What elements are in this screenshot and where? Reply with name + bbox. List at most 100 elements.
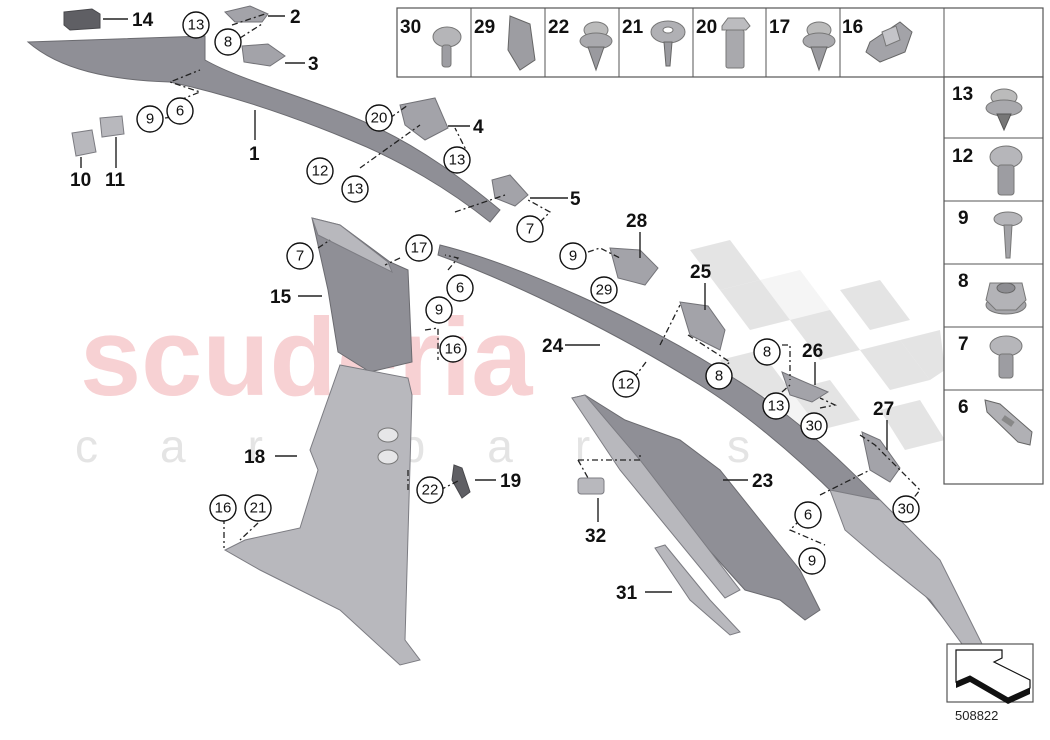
circled-ref-6a: 6	[166, 97, 194, 125]
legend-cell-16[interactable]: 16	[842, 17, 913, 63]
orientation-box: 508822	[946, 643, 1034, 723]
circled-ref-21: 21	[244, 494, 272, 522]
svg-text:30: 30	[898, 501, 915, 518]
svg-text:12: 12	[618, 376, 635, 393]
legend-cell-22[interactable]: 22	[548, 17, 613, 72]
circled-ref-8c: 8	[753, 338, 781, 366]
svg-text:29: 29	[596, 282, 613, 299]
svg-text:7: 7	[296, 248, 304, 265]
part-19-clip[interactable]	[451, 464, 471, 499]
svg-text:8: 8	[224, 34, 232, 51]
callout-14: 14	[132, 10, 154, 31]
svg-text:16: 16	[842, 17, 863, 38]
svg-text:21: 21	[250, 500, 267, 517]
svg-text:9: 9	[808, 553, 816, 570]
circled-ref-17: 17	[405, 234, 433, 262]
svg-text:20: 20	[371, 110, 388, 127]
callout-28: 28	[626, 211, 647, 232]
callout-2: 2	[290, 7, 301, 28]
legend-cell-20[interactable]: 20	[696, 17, 751, 69]
svg-text:17: 17	[769, 17, 790, 38]
svg-text:13: 13	[449, 152, 466, 169]
part-27-bracket[interactable]	[861, 431, 901, 483]
svg-text:6: 6	[958, 397, 969, 418]
svg-text:9: 9	[958, 208, 969, 229]
clip-icon	[507, 15, 536, 71]
part-10-cap[interactable]	[71, 129, 97, 157]
expanding-rivet-icon	[802, 21, 836, 72]
legend-cell-29[interactable]: 29	[474, 15, 536, 71]
callout-24: 24	[542, 336, 564, 357]
expanding-rivet-icon	[985, 88, 1023, 132]
legend-cell-21[interactable]: 21	[622, 17, 686, 67]
part-28-bracket[interactable]	[609, 247, 659, 286]
part-18-b-pillar-lower-trim[interactable]	[223, 364, 421, 666]
part-18-vent-hole-lower	[377, 449, 399, 465]
legend-cell-30[interactable]: 30	[400, 17, 462, 68]
part-2-bracket[interactable]	[224, 5, 269, 23]
callout-25: 25	[690, 262, 712, 283]
svg-text:9: 9	[435, 302, 443, 319]
callout-11: 11	[105, 170, 126, 191]
circled-ref-13a: 13	[182, 11, 210, 39]
expanding-rivet-icon	[579, 21, 613, 72]
callout-23: 23	[752, 471, 773, 492]
circled-ref-22: 22	[416, 476, 444, 504]
part-14-cover[interactable]	[63, 8, 101, 31]
circled-ref-7b: 7	[286, 242, 314, 270]
circled-ref-6c: 6	[794, 501, 822, 529]
circled-ref-9b: 9	[425, 296, 453, 324]
circled-ref-20: 20	[365, 104, 393, 132]
callout-15: 15	[270, 287, 292, 308]
document-number: 508822	[955, 708, 998, 723]
legend-cell-13[interactable]: 13	[952, 84, 1023, 132]
circled-ref-13d: 13	[762, 392, 790, 420]
self-tapping-screw-icon	[993, 211, 1023, 259]
part-4-bracket[interactable]	[399, 97, 449, 141]
svg-text:16: 16	[445, 341, 462, 358]
watermark-primary: scuderia	[80, 296, 533, 419]
callout-32: 32	[585, 526, 606, 547]
circled-ref-8b: 8	[705, 362, 733, 390]
part-5-bracket[interactable]	[491, 174, 529, 207]
part-25-bracket[interactable]	[679, 301, 726, 351]
svg-text:8: 8	[958, 271, 969, 292]
screw-icon	[432, 26, 462, 68]
svg-text:13: 13	[952, 84, 973, 105]
circled-ref-16a: 16	[439, 335, 467, 363]
circled-ref-9a: 9	[136, 105, 164, 133]
legend-cell-17[interactable]: 17	[769, 17, 836, 72]
part-23-edge[interactable]	[571, 394, 741, 599]
legend-cell-6[interactable]: 6	[958, 397, 1033, 446]
svg-text:30: 30	[806, 418, 823, 435]
circled-ref-6b: 6	[446, 274, 474, 302]
part-11-cap[interactable]	[99, 115, 125, 138]
part-18-vent-hole-upper	[377, 427, 399, 443]
circled-ref-13c: 13	[341, 175, 369, 203]
callout-1: 1	[249, 144, 260, 165]
part-3-bracket[interactable]	[241, 43, 286, 67]
circled-ref-9d: 9	[798, 547, 826, 575]
part-26-bracket[interactable]	[781, 371, 830, 403]
fastener-legend-side: 13 12 9 8	[943, 76, 1044, 485]
legend-cell-8[interactable]: 8	[958, 271, 1027, 315]
circled-ref-13b: 13	[443, 146, 471, 174]
circled-ref-30b: 30	[892, 495, 920, 523]
part-31-trim-piece[interactable]	[654, 544, 741, 636]
svg-text:22: 22	[422, 482, 439, 499]
svg-text:20: 20	[696, 17, 717, 38]
svg-text:17: 17	[411, 240, 428, 257]
callout-26: 26	[802, 341, 823, 362]
legend-cell-9[interactable]: 9	[958, 208, 1023, 259]
circled-ref-8a: 8	[214, 28, 242, 56]
part-1-roof-pillar-trim[interactable]	[26, 35, 501, 223]
legend-cell-7[interactable]: 7	[958, 334, 1023, 379]
callout-19: 19	[500, 471, 521, 492]
legend-cell-12[interactable]: 12	[952, 145, 1023, 196]
svg-text:21: 21	[622, 17, 644, 38]
retaining-clip-icon	[984, 399, 1033, 446]
part-32-frame[interactable]	[577, 477, 605, 495]
part-15-top-flange[interactable]	[311, 217, 393, 274]
circled-ref-16b: 16	[209, 494, 237, 522]
